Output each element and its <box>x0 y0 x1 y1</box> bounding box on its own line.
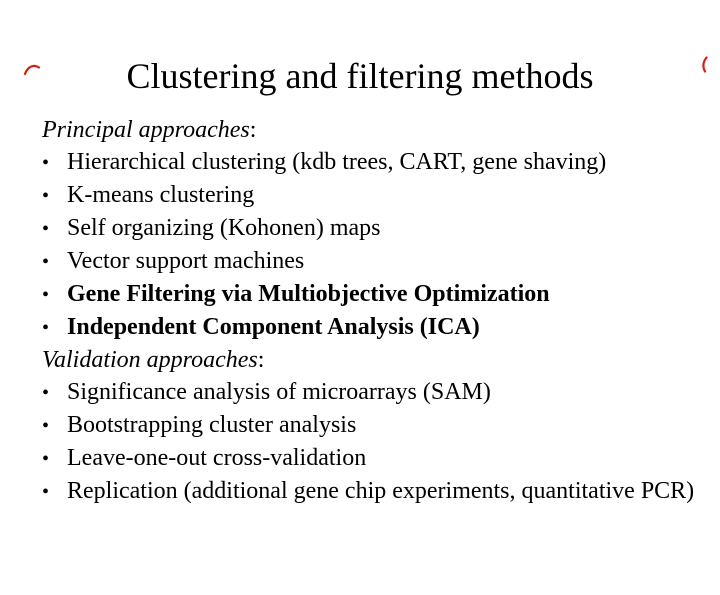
section-heading-validation-approaches: Validation approaches: <box>42 344 720 376</box>
bullet-icon: • <box>42 284 50 306</box>
section-heading-colon: : <box>249 117 257 143</box>
list-item: • Vector support machines <box>42 245 720 278</box>
list-item-text: K-means clustering <box>67 182 255 208</box>
bullet-icon: • <box>42 251 50 273</box>
list-item-text: Significance analysis of microarrays (SA… <box>67 379 491 405</box>
list-item-text: Independent Component Analysis (ICA) <box>67 314 480 340</box>
list-item: • Significance analysis of microarrays (… <box>42 376 720 409</box>
red-pen-mark-top-left-icon <box>23 64 41 76</box>
list-item: • Hierarchical clustering (kdb trees, CA… <box>42 146 720 179</box>
list-item-text: Vector support machines <box>67 248 305 274</box>
list-item: • Gene Filtering via Multiobjective Opti… <box>42 278 720 311</box>
bullet-icon: • <box>42 218 50 240</box>
bullet-icon: • <box>42 152 50 174</box>
list-item: • K-means clustering <box>42 179 720 212</box>
section-heading-colon: : <box>257 347 265 373</box>
list-item: • Independent Component Analysis (ICA) <box>42 311 720 344</box>
bullet-icon: • <box>42 481 50 503</box>
bullet-icon: • <box>42 448 50 470</box>
list-item-text: Hierarchical clustering (kdb trees, CART… <box>67 149 607 175</box>
bullet-icon: • <box>42 317 50 339</box>
list-item-text: Gene Filtering via Multiobjective Optimi… <box>67 281 550 307</box>
slide: Clustering and filtering methods Princip… <box>0 55 720 595</box>
section-heading-text: Validation approaches <box>42 347 258 373</box>
section-heading-principal-approaches: Principal approaches: <box>42 114 720 146</box>
list-item: • Leave-one-out cross-validation <box>42 442 720 475</box>
list-item-text: Bootstrapping cluster analysis <box>67 412 357 438</box>
list-item-text: Self organizing (Kohonen) maps <box>67 215 381 241</box>
list-item: • Replication (additional gene chip expe… <box>42 475 720 508</box>
section-heading-text: Principal approaches <box>42 117 250 143</box>
slide-title: Clustering and filtering methods <box>126 56 594 96</box>
red-pen-mark-top-right-icon <box>702 56 708 73</box>
list-item-text: Leave-one-out cross-validation <box>67 445 367 471</box>
slide-body: Principal approaches: • Hierarchical clu… <box>0 114 720 508</box>
bullet-icon: • <box>42 382 50 404</box>
bullet-icon: • <box>42 415 50 437</box>
bullet-icon: • <box>42 185 50 207</box>
list-item-text: Replication (additional gene chip experi… <box>67 478 695 504</box>
list-item: • Self organizing (Kohonen) maps <box>42 212 720 245</box>
list-item: • Bootstrapping cluster analysis <box>42 409 720 442</box>
